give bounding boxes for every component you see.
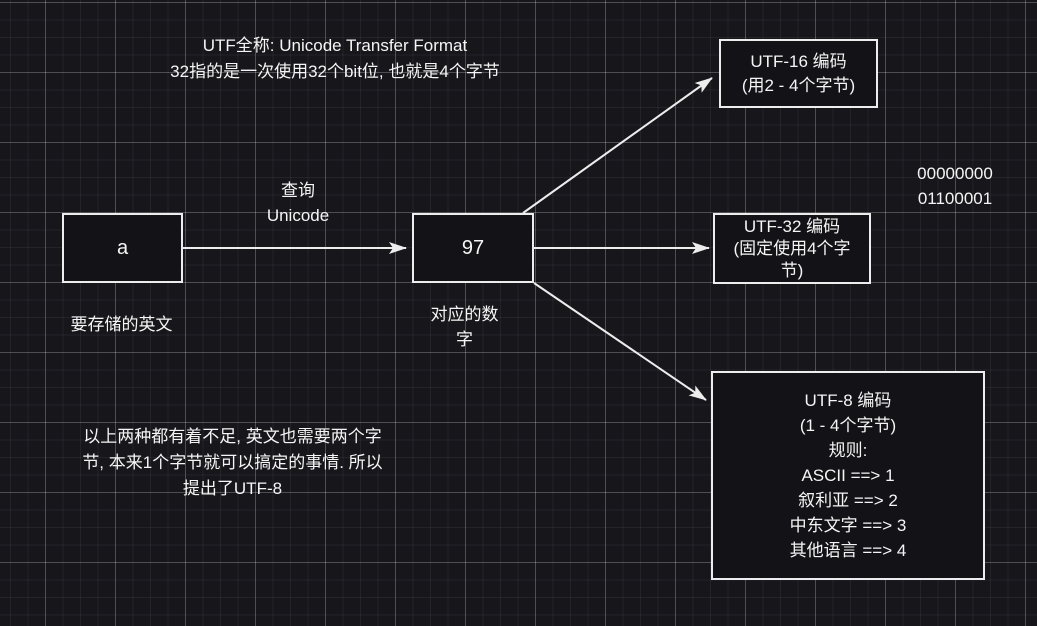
utf8-line-5: 叙利亚 ==> 2 <box>798 491 898 510</box>
utf-intro-note[interactable]: UTF全称: Unicode Transfer Format 32指的是一次使用… <box>120 33 550 85</box>
number-caption-line-1: 对应的数 <box>430 305 499 324</box>
node-number-97-label: 97 <box>461 236 485 259</box>
node-utf8[interactable]: UTF-8 编码 (1 - 4个字节) 规则: ASCII ==> 1 叙利亚 … <box>711 371 985 580</box>
utf8-line-6: 中东文字 ==> 3 <box>789 516 907 535</box>
number-caption-line-2: 字 <box>456 330 473 349</box>
node-letter-a[interactable]: a <box>62 213 183 283</box>
node-utf16[interactable]: UTF-16 编码 (用2 - 4个字节) <box>719 39 878 108</box>
utf8-line-1: UTF-8 编码 <box>804 391 892 410</box>
binary-line-1: 00000000 <box>917 164 993 183</box>
utf-intro-line-2: 32指的是一次使用32个bit位, 也就是4个字节 <box>170 62 500 81</box>
utf8-line-7: 其他语言 ==> 4 <box>789 541 907 560</box>
utf16-line-2: (用2 - 4个字节) <box>741 75 856 95</box>
binary-note[interactable]: 00000000 01100001 <box>905 161 1005 211</box>
utf8-reason-line-2: 节, 本来1个字节就可以搞定的事情. 所以 <box>82 453 383 472</box>
arrow-97-to-utf8[interactable] <box>533 282 707 401</box>
utf32-line-1: UTF-32 编码 <box>743 216 841 236</box>
number-caption[interactable]: 对应的数 字 <box>402 302 527 352</box>
node-number-97[interactable]: 97 <box>412 213 534 283</box>
utf8-line-3: 规则: <box>828 441 868 460</box>
node-utf32[interactable]: UTF-32 编码 (固定使用4个字 节) <box>713 213 871 284</box>
utf8-reason-line-1: 以上两种都有着不足, 英文也需要两个字 <box>83 427 382 446</box>
utf32-line-3: 节) <box>780 260 804 280</box>
letter-caption[interactable]: 要存储的英文 <box>34 312 209 338</box>
utf8-line-2: (1 - 4个字节) <box>799 416 897 435</box>
utf16-line-1: UTF-16 编码 <box>750 51 847 71</box>
binary-line-2: 01100001 <box>917 189 993 208</box>
utf8-reason-note[interactable]: 以上两种都有着不足, 英文也需要两个字 节, 本来1个字节就可以搞定的事情. 所… <box>25 424 440 502</box>
query-label-line-2: Unicode <box>266 206 330 225</box>
utf8-reason-line-3: 提出了UTF-8 <box>182 479 283 498</box>
letter-caption-text: 要存储的英文 <box>70 315 173 334</box>
query-unicode-label[interactable]: 查询 Unicode <box>248 178 348 228</box>
utf-intro-line-1: UTF全称: Unicode Transfer Format <box>202 36 468 55</box>
query-label-line-1: 查询 <box>281 181 315 200</box>
utf8-line-4: ASCII ==> 1 <box>801 466 895 485</box>
arrow-97-to-utf16[interactable] <box>522 77 713 214</box>
utf32-line-2: (固定使用4个字 <box>733 238 851 258</box>
node-letter-a-label: a <box>116 236 129 259</box>
